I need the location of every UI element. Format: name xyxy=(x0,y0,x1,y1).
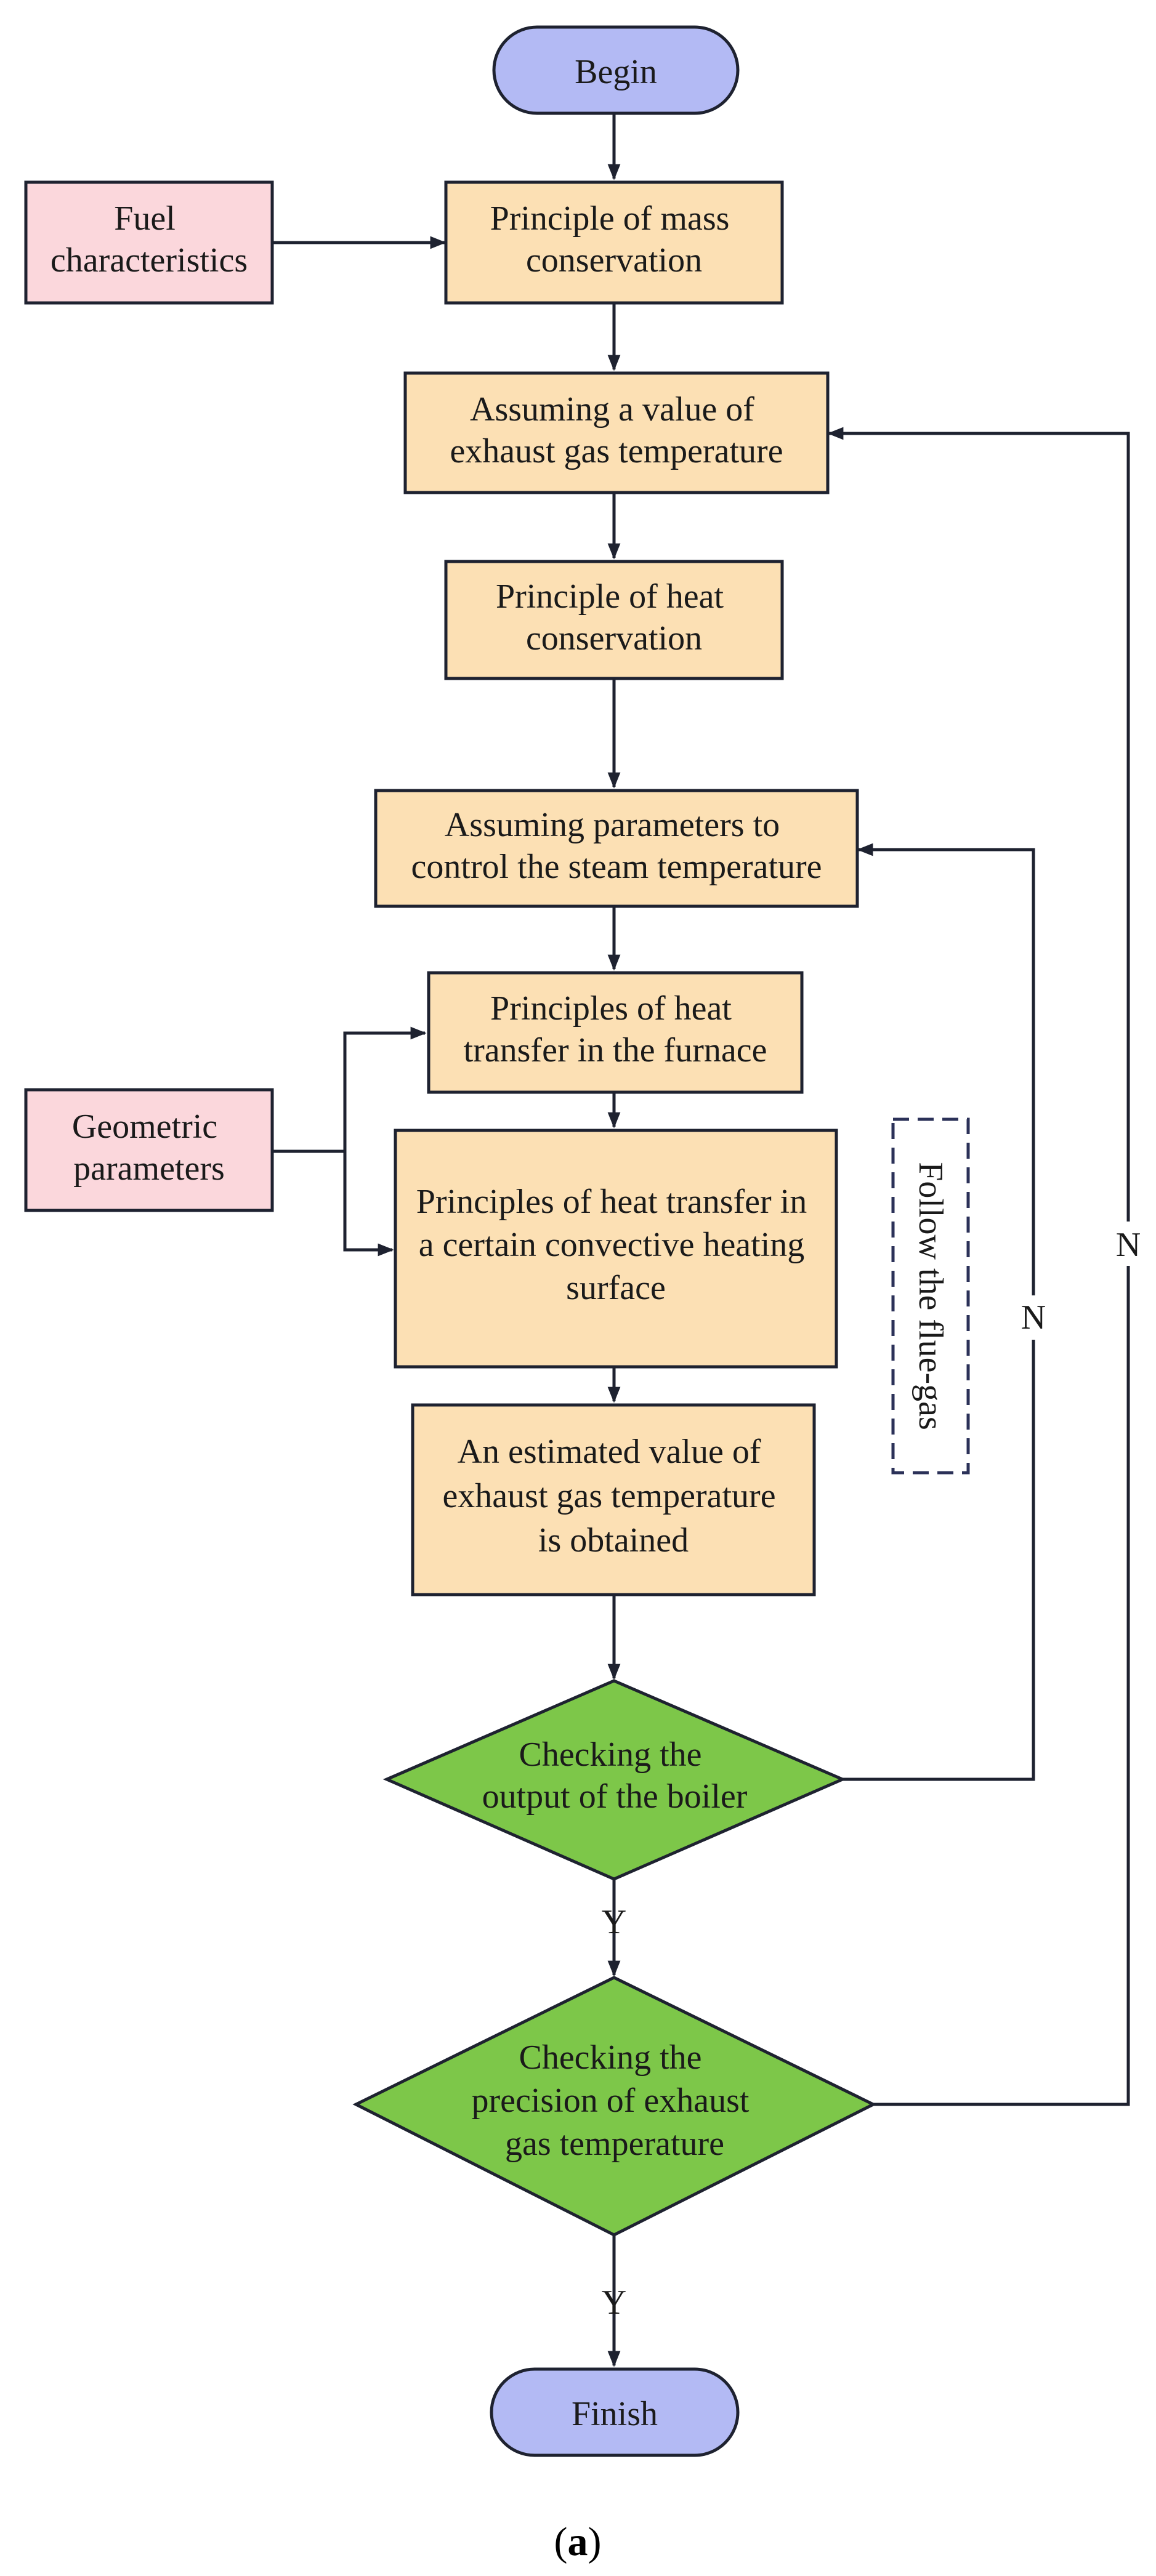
svg-text:Finish: Finish xyxy=(572,2395,658,2433)
figure-caption: (a) xyxy=(554,2519,602,2564)
check-boiler-output-shape xyxy=(382,1679,847,1881)
convective-heat-transfer-line-1: Principles of heat transfer in xyxy=(416,1183,807,1221)
geometric-parameters-line-1: Geometric xyxy=(72,1108,217,1146)
heat-conservation-shape xyxy=(444,560,784,680)
svg-text:Follow the flue-gas: Follow the flue-gas xyxy=(911,1162,950,1430)
convective-heat-transfer-shape xyxy=(394,1129,838,1369)
assume-steam-parameters-shape xyxy=(374,789,859,908)
check-exhaust-precision-line-2: precision of exhaust xyxy=(472,2082,750,2120)
mass-conservation-line-1: Principle of mass xyxy=(490,199,730,238)
estimated-exhaust-temperature-shape xyxy=(411,1403,816,1596)
fuel-characteristics-line-2: characteristics xyxy=(51,241,248,280)
fuel-characteristics-line-1: Fuel xyxy=(114,199,176,238)
fuel-characteristics-node: Fuel characteristics xyxy=(24,180,274,305)
finish-shape xyxy=(490,2367,740,2457)
svg-text:Geometric parameters: Geometric parameters xyxy=(72,1108,226,1188)
check-exhaust-precision-decision: Checking the precision of exhaust gas te… xyxy=(352,1976,877,2237)
estimated-exhaust-temperature-node: An estimated value of exhaust gas temper… xyxy=(411,1403,816,1596)
svg-text:An estimated value of ex: An estimated value of exhaust gas temper… xyxy=(442,1433,784,1560)
edge-label-yes-precision: Y xyxy=(602,2284,626,2322)
begin-node: Begin xyxy=(492,25,740,115)
geometric-parameters-line-2: parameters xyxy=(73,1149,225,1188)
flue-gas-note-label: Follow the flue-gas xyxy=(911,1162,950,1430)
heat-conservation-line-1: Principle of heat xyxy=(496,578,724,616)
svg-text:Principles of heat tran: Principles of heat transfer in the furna… xyxy=(464,989,767,1069)
convective-heat-transfer-line-3: surface xyxy=(566,1269,666,1307)
check-exhaust-precision-shape xyxy=(352,1976,877,2237)
assume-exhaust-temperature-node: Assuming a value of exhaust gas temperat… xyxy=(403,371,830,494)
furnace-heat-transfer-node: Principles of heat transfer in the furna… xyxy=(427,971,804,1094)
edge-label-no-inner-backdrop xyxy=(1017,1295,1049,1340)
svg-text:Y: Y xyxy=(602,1903,626,1941)
assume-steam-parameters-line-2: control the steam temperature xyxy=(411,848,822,886)
estimated-exhaust-temperature-line-2: exhaust gas temperature xyxy=(442,1477,775,1515)
check-exhaust-precision-line-1: Checking the xyxy=(519,2039,701,2077)
caption-open: ( xyxy=(554,2519,568,2564)
fuel-characteristics-shape xyxy=(24,180,274,305)
edge-label-no-outer-backdrop xyxy=(1112,1222,1144,1266)
svg-text:Y: Y xyxy=(602,2284,626,2322)
svg-text:Fuel characteristics: Fuel characteristics xyxy=(51,199,248,280)
check-boiler-output-decision: Checking the output of the boiler xyxy=(382,1679,847,1881)
svg-text:N: N xyxy=(1116,1226,1141,1264)
finish-label: Finish xyxy=(572,2395,658,2433)
assume-exhaust-temperature-line-2: exhaust gas temperature xyxy=(450,432,783,470)
mass-conservation-line-2: conservation xyxy=(526,241,702,280)
svg-text:Begin: Begin xyxy=(575,53,657,91)
geometric-parameters-node: Geometric parameters xyxy=(24,1088,274,1212)
mass-conservation-shape xyxy=(444,180,784,305)
svg-text:Principle of heat conser: Principle of heat conservation xyxy=(496,578,732,658)
svg-text:Checking the output of t: Checking the output of the boiler xyxy=(482,1736,748,1816)
edge-label-yes-output: Y xyxy=(602,1903,626,1941)
svg-text:Checking the precision o: Checking the precision of exhaust gas te… xyxy=(472,2039,758,2163)
geometric-parameters-shape xyxy=(24,1088,274,1212)
convective-heat-transfer-line-2: a certain convective heating xyxy=(419,1226,805,1264)
svg-text:Assuming parameters to c: Assuming parameters to control the steam… xyxy=(411,806,822,886)
caption-close: ) xyxy=(588,2519,602,2564)
svg-text:Assuming a value of exha: Assuming a value of exhaust gas temperat… xyxy=(450,390,783,470)
begin-label: Begin xyxy=(575,53,657,91)
assume-steam-parameters-node: Assuming parameters to control the steam… xyxy=(374,789,859,908)
flue-gas-note-frame xyxy=(891,1117,970,1475)
assume-exhaust-temperature-line-1: Assuming a value of xyxy=(470,390,754,429)
estimated-exhaust-temperature-line-1: An estimated value of xyxy=(458,1433,761,1471)
heat-conservation-line-2: conservation xyxy=(526,619,702,658)
assume-exhaust-temperature-shape xyxy=(403,371,830,494)
caption-letter: a xyxy=(568,2519,588,2564)
svg-text:Principle of mass conser: Principle of mass conservation xyxy=(490,199,738,280)
edge-geometric-to-convective xyxy=(343,1145,394,1257)
flue-gas-note: Follow the flue-gas xyxy=(891,1117,970,1475)
edge-label-no-outer: N xyxy=(1116,1226,1141,1264)
svg-text:N: N xyxy=(1021,1298,1046,1337)
furnace-heat-transfer-shape xyxy=(427,971,804,1094)
convective-heat-transfer-node: Principles of heat transfer in a certain… xyxy=(394,1129,838,1369)
furnace-heat-transfer-line-2: transfer in the furnace xyxy=(464,1031,767,1069)
begin-shape xyxy=(492,25,740,115)
check-boiler-output-line-1: Checking the xyxy=(519,1736,701,1774)
check-exhaust-precision-line-3: gas temperature xyxy=(505,2125,724,2163)
check-boiler-output-line-2: output of the boiler xyxy=(482,1777,748,1816)
edge-check-precision-no-loop xyxy=(827,427,1130,2106)
mass-conservation-node: Principle of mass conservation xyxy=(444,180,784,305)
heat-conservation-node: Principle of heat conservation xyxy=(444,560,784,680)
furnace-heat-transfer-line-1: Principles of heat xyxy=(490,989,732,1028)
estimated-exhaust-temperature-line-3: is obtained xyxy=(538,1521,689,1560)
edge-label-no-inner: N xyxy=(1021,1298,1046,1337)
svg-text:Principles of heat transfer i: Principles of heat transfer in a certain… xyxy=(416,1183,815,1307)
finish-node: Finish xyxy=(490,2367,740,2457)
assume-steam-parameters-line-1: Assuming parameters to xyxy=(445,806,780,844)
